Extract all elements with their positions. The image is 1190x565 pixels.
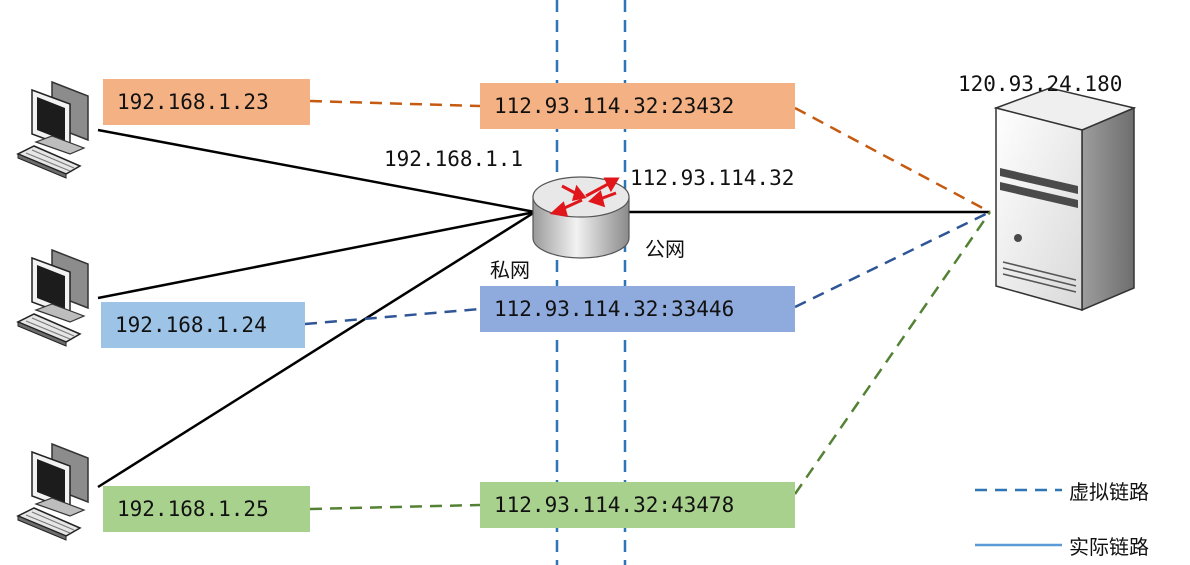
nat-mapping-box: 112.93.114.32:23432 <box>480 83 795 129</box>
virtual-link-1-b <box>794 106 991 214</box>
nat-mapping-box: 112.93.114.32:43478 <box>480 482 795 528</box>
virtual-link-2-a <box>304 307 481 326</box>
public-network-label: 公网 <box>645 237 685 261</box>
virtual-link-1-a <box>309 99 481 108</box>
server-icon <box>993 87 1137 312</box>
private-network-label: 私网 <box>490 258 530 282</box>
legend-virtual-label: 虚拟链路 <box>1069 480 1149 504</box>
computer-icon <box>17 249 89 347</box>
actual-link-host-2 <box>97 210 536 300</box>
host-ip-box: 192.168.1.25 <box>103 486 310 532</box>
router-public-ip: 112.93.114.32 <box>630 166 795 190</box>
legend-actual-label: 实际链路 <box>1069 535 1149 559</box>
virtual-link-3-b <box>793 211 992 495</box>
actual-link-host-3 <box>97 210 536 489</box>
virtual-link-2-b <box>794 210 991 309</box>
computer-icon <box>17 443 89 541</box>
host-ip-box: 192.168.1.24 <box>101 302 305 348</box>
virtual-link-3-a <box>309 503 481 511</box>
host-ip-box: 192.168.1.23 <box>103 79 310 125</box>
computer-icon <box>17 81 89 179</box>
router-private-ip: 192.168.1.1 <box>384 147 524 171</box>
actual-link-host-1 <box>97 128 536 214</box>
server-ip: 120.93.24.180 <box>958 72 1123 96</box>
router-icon <box>532 176 630 259</box>
nat-mapping-box: 112.93.114.32:33446 <box>480 286 795 332</box>
